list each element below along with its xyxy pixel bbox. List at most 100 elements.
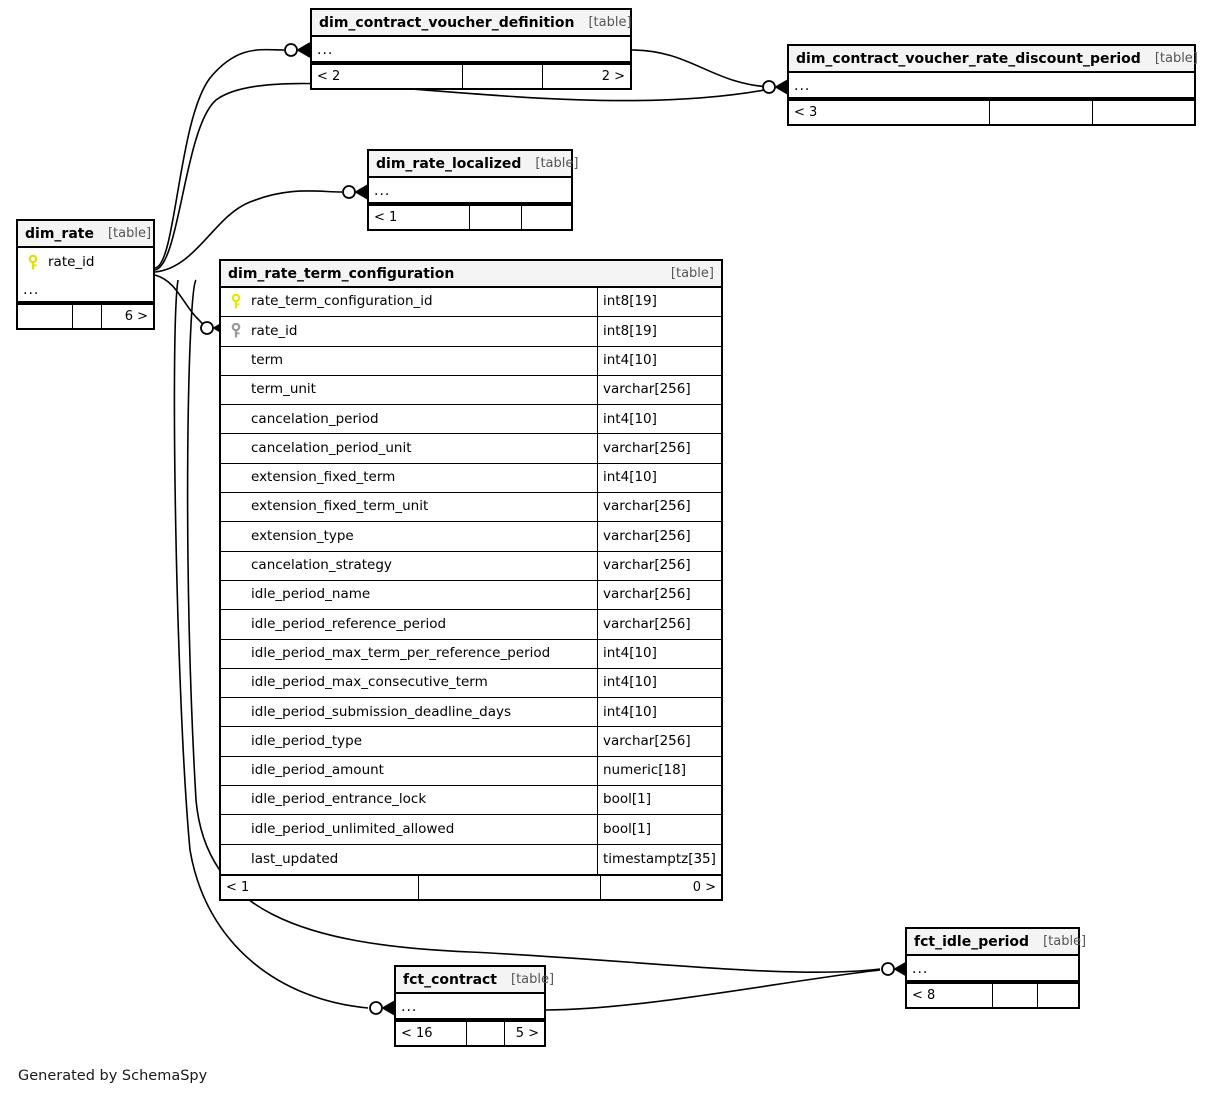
table-dim-rate-term-configuration[interactable]: dim_rate_term_configuration [table] rate… <box>219 259 723 901</box>
column-name-cell: idle_period_entrance_lock <box>221 792 597 808</box>
table-title: dim_contract_voucher_definition [table] <box>312 10 632 37</box>
column-name: term_unit <box>251 382 316 398</box>
no-key-spacer <box>228 353 244 369</box>
column-name-cell: idle_period_amount <box>221 763 597 779</box>
table-row[interactable]: idle_period_max_term_per_reference_perio… <box>221 639 721 669</box>
no-key-spacer <box>228 529 244 545</box>
table-title: dim_contract_voucher_rate_discount_perio… <box>789 46 1198 73</box>
table-columns: rate_id <box>18 248 153 277</box>
column-name: idle_period_max_term_per_reference_perio… <box>251 645 551 661</box>
table-type-label: [table] <box>588 15 632 30</box>
column-type: timestamptz[35] <box>597 844 721 874</box>
table-footer: < 3 <box>789 99 1194 124</box>
table-footer: < 8 <box>907 982 1078 1007</box>
table-footer: < 2 2 > <box>312 63 630 88</box>
no-key-spacer <box>228 587 244 603</box>
column-name-cell: extension_fixed_term <box>221 470 597 486</box>
column-type: varchar[256] <box>597 522 721 551</box>
table-name: dim_contract_voucher_definition <box>319 14 575 31</box>
column-name: cancelation_period_unit <box>251 440 412 456</box>
table-fct-contract[interactable]: fct_contract [table] ... < 16 5 > <box>394 965 554 1047</box>
column-name: idle_period_reference_period <box>251 616 447 632</box>
table-footer: 6 > <box>18 303 153 329</box>
column-type: int4[10] <box>597 346 721 375</box>
column-name-cell: cancelation_period_unit <box>221 441 597 457</box>
table-row[interactable]: cancelation_period_unit varchar[256] <box>221 434 721 464</box>
table-title: dim_rate [table] <box>18 221 153 248</box>
column-type: bool[1] <box>597 786 721 815</box>
no-key-spacer <box>228 734 244 750</box>
no-key-spacer <box>228 646 244 662</box>
column-name-cell: idle_period_name <box>221 587 597 603</box>
column-type: bool[1] <box>597 815 721 844</box>
footer-middle <box>989 101 1092 124</box>
table-title: dim_rate_term_configuration [table] <box>221 261 721 288</box>
column-name: rate_id <box>251 323 298 339</box>
column-type: int8[19] <box>597 288 721 317</box>
column-type: int4[10] <box>597 639 721 668</box>
no-key-spacer <box>228 792 244 808</box>
generator-credit: Generated by SchemaSpy <box>18 1068 208 1084</box>
footer-child-count <box>521 206 571 229</box>
footer-middle <box>462 65 542 88</box>
table-fct-idle-period[interactable]: fct_idle_period [table] ... < 8 <box>905 927 1086 1009</box>
table-type-label: [table] <box>535 156 579 171</box>
no-key-spacer <box>228 821 244 837</box>
footer-parent-count: < 1 <box>374 210 398 225</box>
footer-child-count: 0 > <box>600 875 721 899</box>
table-row[interactable]: rate_id <box>18 248 153 277</box>
column-name-cell: extension_fixed_term_unit <box>221 499 597 515</box>
footer-child-count: 2 > <box>542 65 630 88</box>
no-key-spacer <box>228 851 244 867</box>
footer-parent-count: < 3 <box>794 105 818 120</box>
column-name: rate_id <box>48 254 95 270</box>
table-columns-collapsed: ... <box>396 994 544 1020</box>
table-name: dim_contract_voucher_rate_discount_perio… <box>796 50 1141 67</box>
footer-child-count: 5 > <box>504 1022 544 1045</box>
no-key-spacer <box>228 763 244 779</box>
column-name-cell: last_updated <box>221 851 597 867</box>
column-name-cell: term <box>221 353 597 369</box>
footer-parent-count: < 2 <box>317 69 341 84</box>
table-row[interactable]: last_updated timestamptz[35] <box>221 844 721 874</box>
column-name: extension_fixed_term <box>251 469 396 486</box>
footer-parent-count: < 1 <box>226 879 250 895</box>
table-dim-rate[interactable]: dim_rate [table] rate_id ... <box>16 219 155 331</box>
table-footer: < 16 5 > <box>396 1020 544 1045</box>
column-type: varchar[256] <box>597 434 721 463</box>
no-key-spacer <box>228 441 244 457</box>
column-name-cell: idle_period_max_term_per_reference_perio… <box>221 646 597 662</box>
table-name: fct_idle_period <box>914 933 1030 950</box>
table-name: dim_rate <box>25 225 94 242</box>
table-dim-contract-voucher-rate-discount-period[interactable]: dim_contract_voucher_rate_discount_perio… <box>787 44 1198 126</box>
column-type: varchar[256] <box>597 727 721 756</box>
column-name: idle_period_submission_deadline_days <box>251 704 512 720</box>
footer-parent-count: < 16 <box>401 1026 433 1041</box>
table-footer: < 1 0 > <box>221 873 721 899</box>
footer-middle <box>72 305 101 329</box>
column-type: varchar[256] <box>597 493 721 522</box>
table-name: dim_rate_term_configuration <box>228 265 455 282</box>
column-name: last_updated <box>251 851 339 867</box>
table-dim-rate-localized[interactable]: dim_rate_localized [table] ... < 1 <box>367 149 578 231</box>
table-dim-contract-voucher-definition[interactable]: dim_contract_voucher_definition [table] … <box>310 8 632 90</box>
footer-middle <box>992 984 1037 1007</box>
column-name-cell: rate_term_configuration_id <box>221 294 597 310</box>
